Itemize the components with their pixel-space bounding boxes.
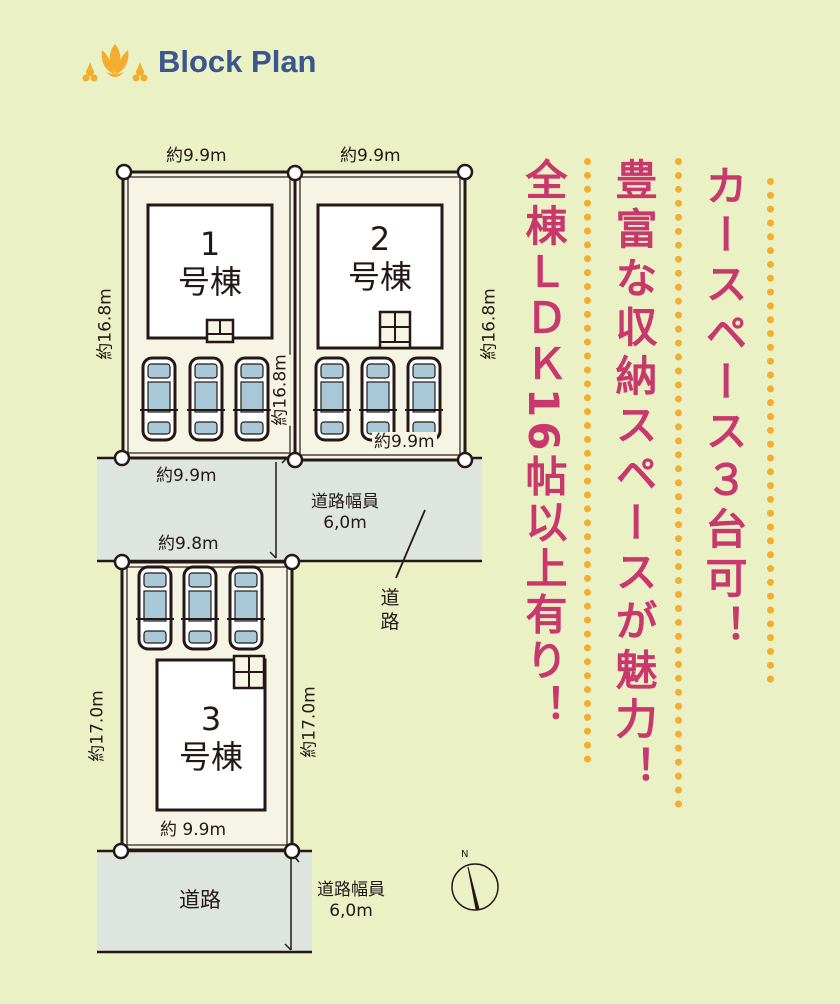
feature-ldk: 全棟ＬＤＫ16帖以上有り！ [519,158,568,731]
car-icon [187,356,225,442]
compass-north-label: N [461,849,469,860]
car-icon [181,565,219,651]
car-icon [359,356,397,442]
dotted-divider [584,158,591,763]
dotted-divider [675,158,682,808]
lotus-icon [82,44,148,82]
feature-car-space: カースペース３台可！ [699,164,748,654]
lot-1-left-depth: 約16.8m [95,288,116,360]
page-title: Block Plan [158,44,317,79]
lower-road-label: 道路 [179,888,221,912]
lot-2-top-width: 約9.9m [340,146,401,166]
compass-icon [451,863,499,911]
lot-1-bottom-width: 約9.9m [156,466,217,486]
car-icon [140,356,178,442]
car-icon [136,565,174,651]
lot-3-top-width: 約9.8m [158,534,219,554]
car-icon [227,565,265,651]
upper-road [97,458,482,560]
side-road-label: 道路 [380,587,400,633]
feature-storage: 豊富な収納スペースが魅力！ [609,158,658,795]
lot-3-bottom-width: 約 9.9m [158,820,228,840]
house-1 [146,203,274,340]
car-icon [313,356,351,442]
car-icon [405,356,443,442]
lot-2-right-depth: 約16.8m [479,288,500,360]
lot-3-right-depth: 約17.0m [299,686,320,758]
lower-road [97,851,312,952]
lot-1-right-depth: 約16.8m [270,354,291,426]
lot-1-top-width: 約9.9m [166,146,227,166]
lot-3-left-depth: 約17.0m [87,690,108,762]
dotted-divider [767,178,774,683]
car-icon [233,356,271,442]
lot-2-bottom-width: 約9.9m [372,432,437,452]
